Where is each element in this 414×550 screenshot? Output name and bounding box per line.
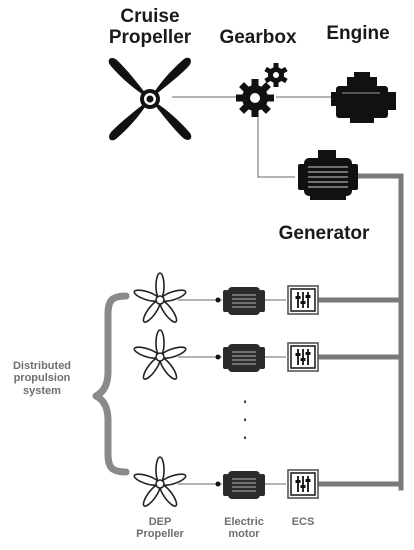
cruise-propeller-label: Cruise Propeller (108, 6, 192, 49)
dep-propeller-icon (132, 272, 188, 325)
distributed-system-label: Distributed propulsion system (12, 360, 72, 397)
electric-motor-icon (222, 286, 266, 316)
connector-dot (215, 354, 221, 360)
engine-icon (331, 72, 396, 123)
gearbox-label: Gearbox (219, 27, 297, 48)
ellipsis: · · · (241, 390, 249, 450)
ecs-icon (287, 285, 319, 315)
cruise-propeller-icon (108, 57, 192, 141)
electric-motor-icon (222, 470, 266, 500)
gears-icon (236, 63, 288, 117)
ecs-label: ECS (291, 516, 315, 528)
dep-propeller-icon (132, 456, 188, 509)
dep-propeller-icon (132, 329, 188, 382)
ecs-icon (287, 342, 319, 372)
connector-dot (215, 481, 221, 487)
brace-icon (92, 292, 130, 476)
shaft-lines (172, 96, 331, 485)
engine-label: Engine (326, 23, 390, 44)
power-bus (315, 173, 404, 491)
electric-motor-icon (222, 343, 266, 373)
generator-icon (298, 150, 358, 200)
connector-dot (215, 297, 221, 303)
ecs-icon (287, 469, 319, 499)
electric-motor-label: Electric motor (224, 516, 264, 541)
generator-label: Generator (278, 223, 370, 244)
dep-propeller-label: DEP Propeller (136, 516, 184, 541)
